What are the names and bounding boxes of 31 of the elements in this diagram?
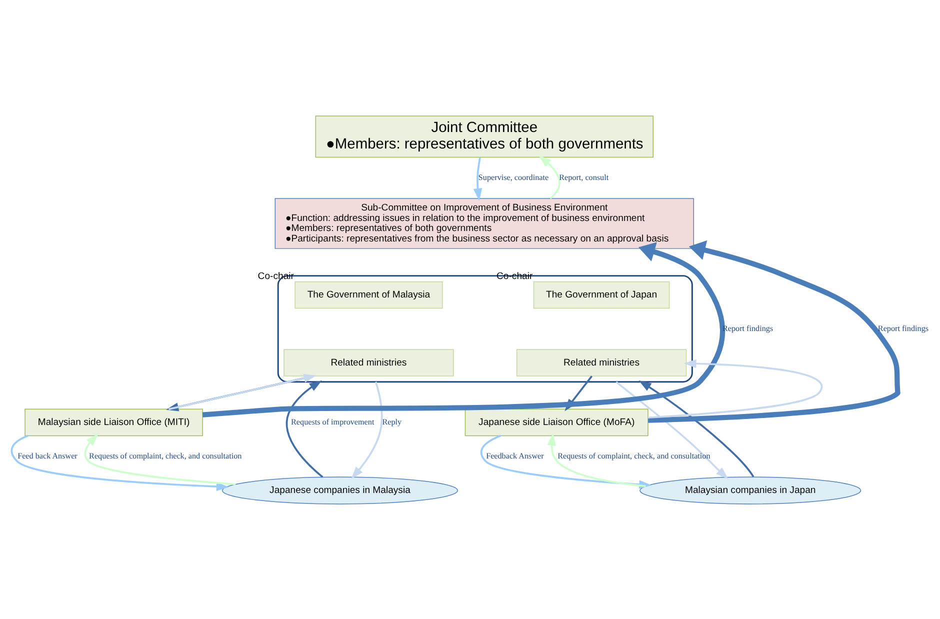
edge-label: Supervise, coordinate xyxy=(478,172,549,182)
edge-label: Requests of improvement xyxy=(291,417,374,426)
arrow xyxy=(547,432,646,487)
arrow xyxy=(473,156,482,200)
node-box: The Government of Japan xyxy=(533,280,670,308)
arrow xyxy=(286,380,324,478)
node-box: Japanese side Liaison Office (MoFA) xyxy=(464,408,648,436)
edge-label: Reply xyxy=(382,417,402,426)
arrow xyxy=(202,242,726,417)
node-box: The Government of Malaysia xyxy=(294,280,443,308)
node-box: Sub-Committee on Improvement of Business Environment ●Function: addressing issues in relation to the improvement of business environment ●Members: representatives of both governments ●Participants: representatives from the business sector as necessary on an approval basis xyxy=(274,198,694,248)
node-label: Co-chair xyxy=(258,270,294,282)
arrow xyxy=(10,434,230,490)
arrow xyxy=(648,240,900,422)
edge-label: Report, consult xyxy=(559,172,609,182)
arrow xyxy=(351,381,383,478)
arrow xyxy=(84,433,236,485)
edge-label: Requests of complaint, check, and consultation xyxy=(89,450,242,460)
edge-label: Feed back Answer xyxy=(18,450,78,460)
arrow xyxy=(638,380,754,477)
arrow xyxy=(538,155,560,199)
node-box: Malaysian side Liaison Office (MITI) xyxy=(24,408,203,436)
edge-label: Feedback Answer xyxy=(486,450,544,460)
arrow xyxy=(616,380,728,479)
edge-label: Requests of complaint, check, and consultation xyxy=(558,450,710,460)
edge-label: Report findings xyxy=(878,323,929,332)
arrow xyxy=(648,358,822,418)
node-ellipse: Japanese companies in Malaysia xyxy=(222,476,458,504)
node-box: Related ministries xyxy=(516,348,687,376)
node-box: Related ministries xyxy=(284,348,454,376)
node-box: Joint Committee ●Members: representatives of both governments xyxy=(315,115,654,158)
